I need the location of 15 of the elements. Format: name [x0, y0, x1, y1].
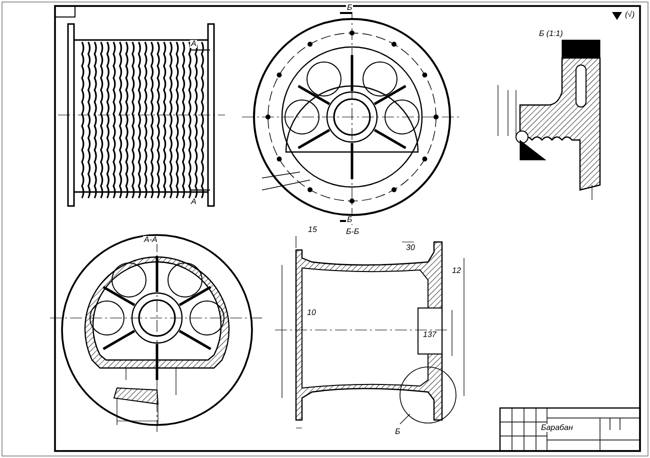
- drawing-label: Б: [394, 428, 402, 436]
- drawing-label: А-А: [143, 236, 158, 244]
- drawing-label: Барабан: [540, 424, 574, 432]
- drawing-label: 12: [451, 267, 462, 275]
- drawing-label: 30: [405, 244, 416, 252]
- drawing-label: А: [190, 198, 198, 206]
- drawing-label: Б-Б: [345, 228, 360, 236]
- drawing-label: Б: [346, 216, 354, 224]
- drawing-label: Б: [346, 4, 354, 12]
- drawing-label: 15: [307, 226, 318, 234]
- drawing-label: Б (1:1): [538, 30, 564, 38]
- drawing-label: 10: [306, 309, 317, 317]
- drawing-label: (√): [624, 11, 636, 19]
- drawing-label: 137: [422, 331, 438, 339]
- drawing-label: А: [190, 40, 198, 48]
